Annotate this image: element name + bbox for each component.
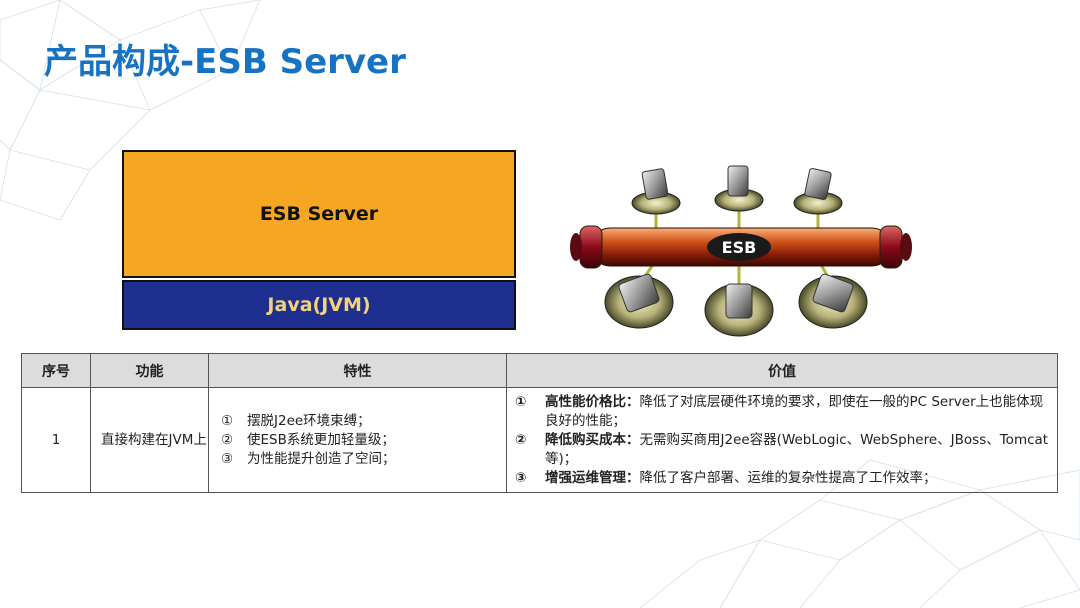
- table-header-row: 序号 功能 特性 价值: [21, 353, 1058, 388]
- top-nodes: [631, 165, 843, 215]
- value-text: 降低了对底层硬件环境的要求，即使在一般的PC Server上也能体现良好的性能；: [545, 393, 1044, 429]
- value-item: ③ 增强运维管理：降低了客户部署、运维的复杂性提高了工作效率；: [515, 469, 937, 486]
- header-function: 功能: [90, 353, 209, 388]
- value-label: 降低购买成本：: [545, 431, 640, 448]
- value-label: 增强运维管理：: [545, 469, 640, 486]
- esb-bus-label: ESB: [722, 238, 757, 257]
- value-text: 降低了客户部署、运维的复杂性提高了工作效率；: [639, 469, 937, 486]
- esb-server-layer: ESB Server: [122, 150, 516, 278]
- value-item: ① 高性能价格比：降低了对底层硬件环境的要求，即使在一般的PC Server上也…: [515, 393, 1044, 429]
- slide-title: 产品构成-ESB Server: [44, 42, 406, 82]
- bottom-nodes: [604, 273, 868, 337]
- row-values: ① 高性能价格比：降低了对底层硬件环境的要求，即使在一般的PC Server上也…: [506, 387, 1058, 493]
- jvm-label: Java(JVM): [267, 294, 371, 316]
- architecture-stack: ESB Server Java(JVM): [122, 150, 516, 330]
- value-item: ② 降低购买成本：无需购买商用J2ee容器(WebLogic、WebSphere…: [515, 431, 1049, 467]
- header-features: 特性: [208, 353, 507, 388]
- value-label: 高性能价格比：: [545, 393, 640, 410]
- esb-bus-diagram: ESB: [570, 165, 912, 337]
- value-text: 无需购买商用J2ee容器(WebLogic、WebSphere、JBoss、To…: [545, 431, 1049, 467]
- row-number: 1: [21, 387, 91, 493]
- header-value: 价值: [506, 353, 1058, 388]
- row-function: 直接构建在JVM上: [90, 387, 209, 493]
- esb-server-label: ESB Server: [259, 203, 379, 225]
- header-no: 序号: [21, 353, 91, 388]
- jvm-layer: Java(JVM): [122, 280, 516, 330]
- esb-pipe: ESB: [570, 225, 912, 269]
